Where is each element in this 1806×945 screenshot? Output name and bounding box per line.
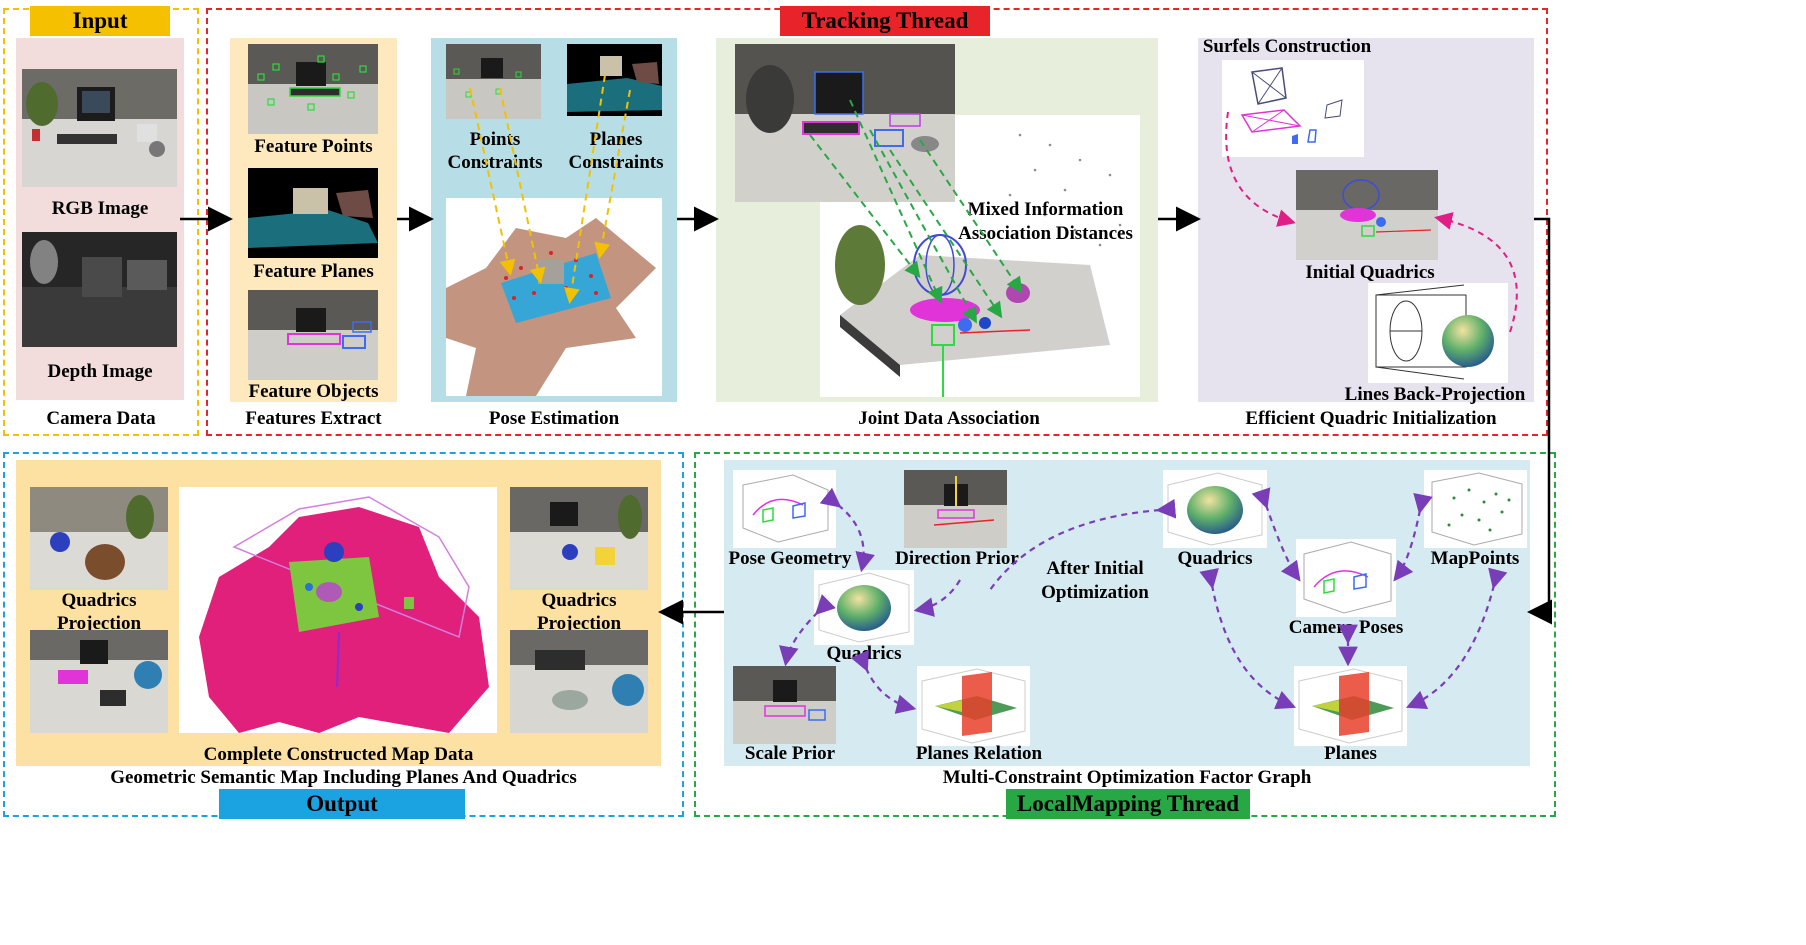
features-caption: Features Extract [245,408,382,429]
output-tag: Output [219,789,465,819]
pose-map-picture [446,218,656,396]
localmapping-tag: LocalMapping Thread [1006,789,1250,819]
feature-objects-picture [248,290,378,380]
feature-planes-label: Feature Planes [253,261,374,282]
scale-prior-label: Scale Prior [744,743,836,764]
depth-image-label: Depth Image [47,361,153,382]
output-map-image [179,487,497,733]
rgb-image-label: RGB Image [51,198,149,219]
output-left-bottom-picture [30,630,168,733]
planes-image [1294,666,1407,746]
lines-backprojection-label: Lines Back-Projection [1344,384,1526,405]
output-right-bottom-picture [510,630,648,733]
after-initial-optimization-label: After Initial Optimization [1041,558,1149,603]
feature-objects-image [248,290,378,380]
localmapping-caption: Multi-Constraint Optimization Factor Gra… [942,767,1312,788]
direction-prior-label: Direction Prior [895,548,1019,569]
output-right-top-image [510,487,648,590]
input-tag: Input [30,6,170,36]
quadrics-right-label: Quadrics [1177,548,1253,569]
arrow-tracking-to-localmapping [1527,217,1552,625]
quadrics-right-image [1163,470,1267,548]
planes-relation-picture [921,668,1026,744]
rgb-image [22,69,177,187]
planes-label: Planes [1324,743,1377,764]
pose-map-image [446,198,662,396]
planes-picture [1298,668,1403,744]
rgb-image-picture [22,69,177,187]
planes-constraints-image [567,44,662,116]
surfels-image [1222,60,1364,157]
feature-points-image [248,44,378,134]
output-map-picture [199,496,489,733]
feature-objects-label: Feature Objects [248,381,379,402]
depth-image [22,232,177,347]
scale-prior-image [733,666,836,744]
feature-points-label: Feature Points [254,136,373,157]
input-caption: Camera Data [46,408,156,429]
planes-constraints-picture [567,44,662,116]
planes-relation-label: Planes Relation [915,743,1043,764]
planes-relation-image [917,666,1030,746]
initial-quadrics-picture [1296,170,1438,260]
output-right-top-picture [510,487,648,590]
direction-prior-image [904,470,1007,548]
association-camera-picture [735,44,955,202]
direction-prior-picture [904,470,1007,548]
quadrics-left-image [814,570,914,645]
association-caption: Joint Data Association [858,408,1040,429]
mixed-information-label: Mixed Information Association Distances [958,199,1133,244]
points-constraints-label: Points Constraints [447,129,543,173]
pose-geometry-image [733,470,836,548]
tracking-tag: Tracking Thread [780,6,990,36]
output-right-bottom-image [510,630,648,733]
output-left-top-picture [30,487,168,590]
initial-quadrics-label: Initial Quadrics [1305,262,1435,283]
output-caption: Geometric Semantic Map Including Planes … [110,767,577,788]
quadric-init-caption: Efficient Quadric Initialization [1245,408,1497,429]
pose-caption: Pose Estimation [488,408,620,429]
lines-backprojection-image [1368,283,1508,383]
mappoints-image [1424,470,1527,548]
association-camera-image [735,44,955,202]
feature-points-picture [248,44,378,134]
mappoints-label: MapPoints [1430,548,1520,569]
output-map-caption: Complete Constructed Map Data [203,744,474,765]
lines-backprojection-picture [1375,284,1494,380]
depth-image-picture [22,232,177,347]
scale-prior-picture [733,666,836,744]
feature-planes-picture [248,168,378,258]
output-left-top-image [30,487,168,590]
output-left-bottom-image [30,630,168,733]
camera-poses-image [1296,539,1396,617]
surfels-label: Surfels Construction [1202,36,1372,57]
camera-poses-picture [1303,541,1392,614]
initial-quadrics-image [1296,170,1438,260]
surfels-picture [1240,67,1343,144]
feature-planes-image [248,168,378,258]
output-left-projection-label: Quadrics Projection [56,590,142,634]
output-right-projection-label: Quadrics Projection [536,590,622,634]
